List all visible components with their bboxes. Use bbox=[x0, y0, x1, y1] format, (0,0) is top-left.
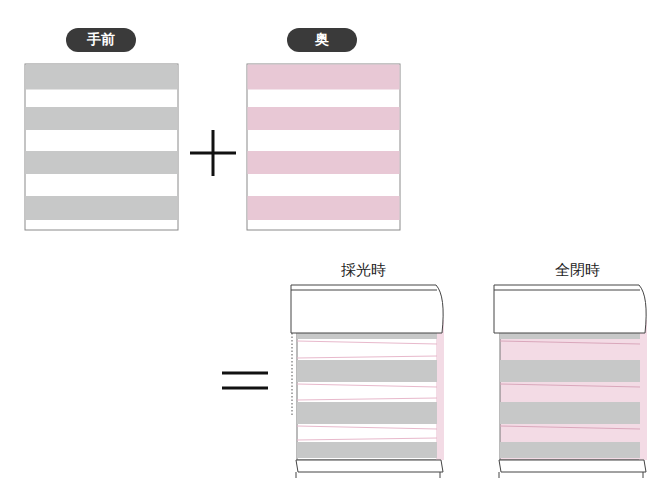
tag-text: 奥 bbox=[315, 31, 329, 49]
back-fabric bbox=[247, 64, 400, 230]
blind-open bbox=[291, 285, 444, 478]
plus-sign bbox=[190, 130, 236, 176]
tag-pill: 奥 bbox=[287, 28, 357, 52]
state-label: 採光時 bbox=[341, 261, 386, 280]
tag-text: 手前 bbox=[87, 31, 115, 49]
equals-sign bbox=[222, 373, 268, 388]
blind-closed bbox=[494, 285, 647, 478]
state-label: 全閉時 bbox=[555, 261, 600, 280]
tag-pill: 手前 bbox=[66, 28, 136, 52]
front-fabric bbox=[25, 64, 178, 230]
